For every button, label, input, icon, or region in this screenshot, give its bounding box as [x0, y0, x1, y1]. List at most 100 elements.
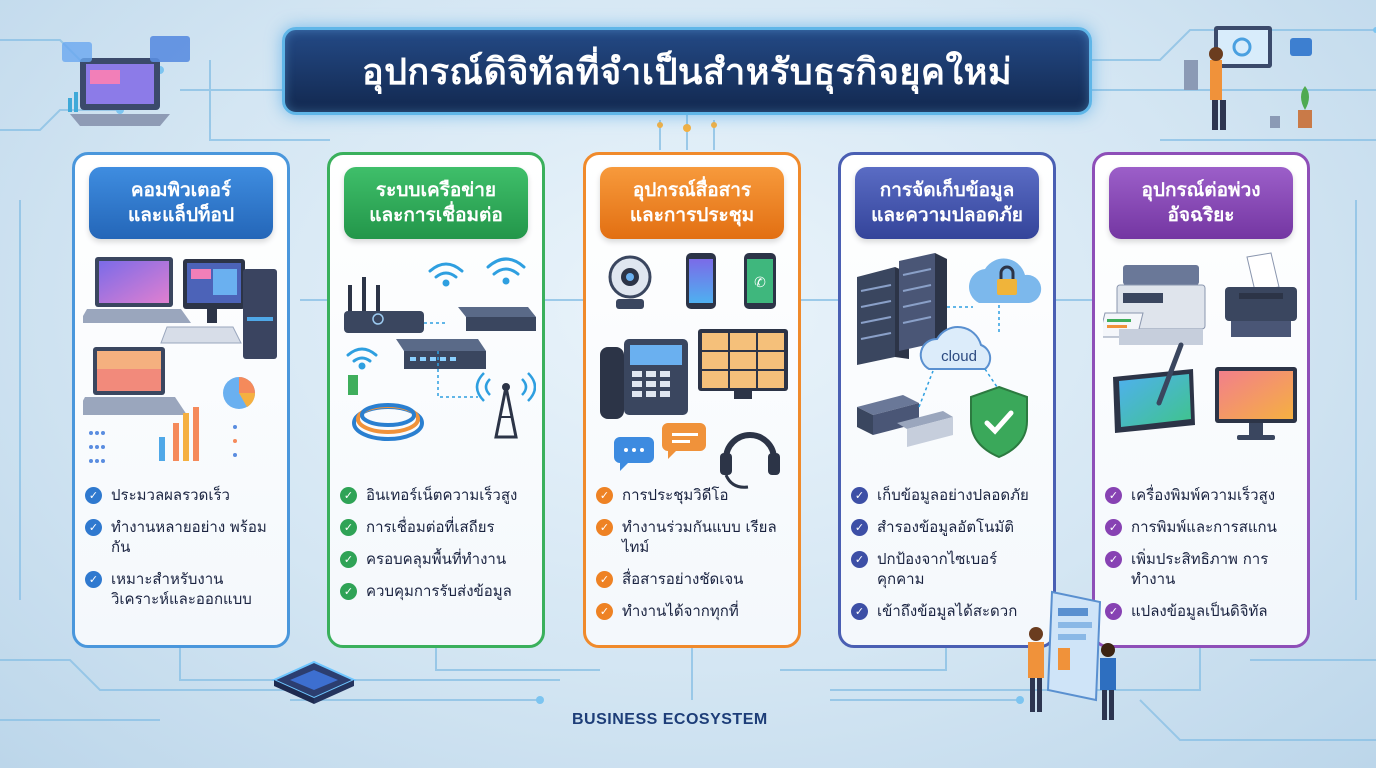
feature-item: ✓การประชุมวิดีโอ	[596, 485, 792, 505]
feature-item: ✓ทำงานร่วมกันแบบ เรียลไทม์	[596, 517, 792, 557]
panel-heading: คอมพิวเตอร์ และแล็ปท็อป	[89, 167, 273, 239]
nas-drive-icon	[857, 395, 953, 447]
feature-item: ✓ทำงานได้จากทุกที่	[596, 601, 792, 621]
smartphone-icon: ✆	[686, 253, 776, 309]
video-conference-icon	[698, 329, 788, 399]
feature-list: ✓ประมวลผลรวดเร็ว ✓ทำงานหลายอย่าง พร้อมกั…	[85, 485, 281, 621]
panel-computers: คอมพิวเตอร์ และแล็ปท็อป	[72, 152, 290, 648]
cloud-icon: cloud	[919, 326, 992, 370]
feature-item: ✓อินเทอร์เน็ตความเร็วสูง	[340, 485, 536, 505]
check-icon: ✓	[851, 519, 868, 536]
check-icon: ✓	[851, 487, 868, 504]
check-icon: ✓	[340, 583, 357, 600]
feature-item: ✓แปลงข้อมูลเป็นดิจิทัล	[1105, 601, 1301, 621]
person-at-desk-icon	[1184, 26, 1312, 130]
people-with-screen-icon	[1028, 590, 1116, 720]
graphics-tablet-icon	[1113, 342, 1195, 433]
feature-item: ✓ควบคุมการรับส่งข้อมูล	[340, 581, 536, 601]
ip-phone-icon	[600, 339, 688, 419]
check-icon: ✓	[85, 487, 102, 504]
antenna-tower-icon	[475, 372, 536, 439]
feature-item: ✓ปกป้องจากไซเบอร์ คุกคาม	[851, 549, 1047, 589]
monitor-icon	[1215, 367, 1297, 440]
wifi-icon	[346, 257, 526, 370]
ecosystem-label: BUSINESS ECOSYSTEM	[572, 711, 768, 728]
chip-icon	[271, 660, 357, 704]
page-title: อุปกรณ์ดิจิทัลที่จำเป็นสำหรับธุรกิจยุคให…	[361, 51, 1013, 93]
title-banner: อุปกรณ์ดิจิทัลที่จำเป็นสำหรับธุรกิจยุคให…	[282, 27, 1092, 115]
panel-heading: การจัดเก็บข้อมูล และความปลอดภัย	[855, 167, 1039, 239]
storage-illustration: cloud	[857, 253, 1042, 459]
check-icon: ✓	[1105, 487, 1122, 504]
check-icon: ✓	[596, 487, 613, 504]
feature-item: ✓เก็บข้อมูลอย่างปลอดภัย	[851, 485, 1047, 505]
feature-item: ✓ประมวลผลรวดเร็ว	[85, 485, 281, 505]
feature-item: ✓ครอบคลุมพื้นที่ทำงาน	[340, 549, 536, 569]
check-icon: ✓	[851, 551, 868, 568]
desktop-computer-icon	[160, 259, 277, 359]
router-icon	[344, 277, 424, 333]
switch-icon	[396, 307, 536, 369]
feature-item: ✓เหมาะสำหรับงาน วิเคราะห์และออกแบบ	[85, 569, 281, 609]
panel-heading: อุปกรณ์สื่อสาร และการประชุม	[600, 167, 784, 239]
communication-illustration: ✆	[600, 253, 788, 489]
panel-heading-line: อุปกรณ์ต่อพ่วง	[1141, 179, 1261, 201]
check-icon: ✓	[596, 571, 613, 588]
feature-item: ✓เครื่องพิมพ์ความเร็วสูง	[1105, 485, 1301, 505]
check-icon: ✓	[596, 603, 613, 620]
feature-list: ✓การประชุมวิดีโอ ✓ทำงานร่วมกันแบบ เรียลไ…	[596, 485, 792, 633]
feature-item: ✓เพิ่มประสิทธิภาพ การทำงาน	[1105, 549, 1301, 589]
panel-heading-line: และความปลอดภัย	[871, 204, 1023, 226]
panel-heading-line: และการเชื่อมต่อ	[369, 204, 503, 226]
panel-communication: อุปกรณ์สื่อสาร และการประชุม ✆	[583, 152, 801, 648]
check-icon: ✓	[340, 551, 357, 568]
shield-check-icon	[970, 385, 1028, 459]
feature-item: ✓สื่อสารอย่างชัดเจน	[596, 569, 792, 589]
computers-illustration	[83, 257, 277, 463]
svg-text:✆: ✆	[754, 275, 766, 291]
check-icon: ✓	[85, 519, 102, 536]
check-icon: ✓	[1105, 603, 1122, 620]
panel-heading-line: และแล็ปท็อป	[127, 204, 235, 226]
cloud-lock-icon	[969, 258, 1042, 303]
feature-item: ✓สำรองข้อมูลอัตโนมัติ	[851, 517, 1047, 537]
feature-list: ✓อินเทอร์เน็ตความเร็วสูง ✓การเชื่อมต่อที…	[340, 485, 536, 613]
panel-heading-line: คอมพิวเตอร์	[130, 179, 232, 201]
cloud-label: cloud	[941, 348, 977, 365]
chat-bubble-icon	[614, 423, 706, 471]
check-icon: ✓	[851, 603, 868, 620]
headset-icon	[720, 432, 780, 489]
laptop-icon	[83, 347, 187, 415]
check-icon: ✓	[1105, 551, 1122, 568]
panel-smart-devices: อุปกรณ์ต่อพ่วง อัจฉริยะ	[1092, 152, 1310, 648]
check-icon: ✓	[1105, 519, 1122, 536]
peripherals-illustration	[1103, 252, 1297, 440]
laptop-decoration-icon	[62, 36, 190, 126]
panel-network: ระบบเครือข่าย และการเชื่อมต่อ	[327, 152, 545, 648]
feature-list: ✓เครื่องพิมพ์ความเร็วสูง ✓การพิมพ์และการ…	[1105, 485, 1301, 633]
panel-heading-line: และการประชุม	[629, 204, 755, 226]
panel-heading-line: อัจฉริยะ	[1167, 204, 1235, 226]
webcam-icon	[608, 255, 652, 309]
panel-heading-line: การจัดเก็บข้อมูล	[879, 179, 1015, 201]
server-icon	[857, 253, 947, 365]
feature-item: ✓ทำงานหลายอย่าง พร้อมกัน	[85, 517, 281, 557]
printer-icon	[1225, 252, 1297, 337]
network-illustration	[344, 257, 536, 441]
panel-heading-line: ระบบเครือข่าย	[375, 179, 497, 201]
panel-storage-security: การจัดเก็บข้อมูล และความปลอดภัย cloud	[838, 152, 1056, 648]
check-icon: ✓	[596, 519, 613, 536]
cable-icon	[348, 375, 424, 441]
check-icon: ✓	[340, 519, 357, 536]
multifunction-printer-icon	[1103, 265, 1206, 345]
feature-list: ✓เก็บข้อมูลอย่างปลอดภัย ✓สำรองข้อมูลอัตโ…	[851, 485, 1047, 633]
panel-heading-line: อุปกรณ์สื่อสาร	[632, 179, 752, 201]
feature-item: ✓การเชื่อมต่อที่เสถียร	[340, 517, 536, 537]
feature-item: ✓การพิมพ์และการสแกน	[1105, 517, 1301, 537]
laptop-icon	[83, 257, 191, 323]
check-icon: ✓	[85, 571, 102, 588]
chart-icon	[159, 377, 256, 461]
panel-heading: ระบบเครือข่าย และการเชื่อมต่อ	[344, 167, 528, 239]
panel-heading: อุปกรณ์ต่อพ่วง อัจฉริยะ	[1109, 167, 1293, 239]
